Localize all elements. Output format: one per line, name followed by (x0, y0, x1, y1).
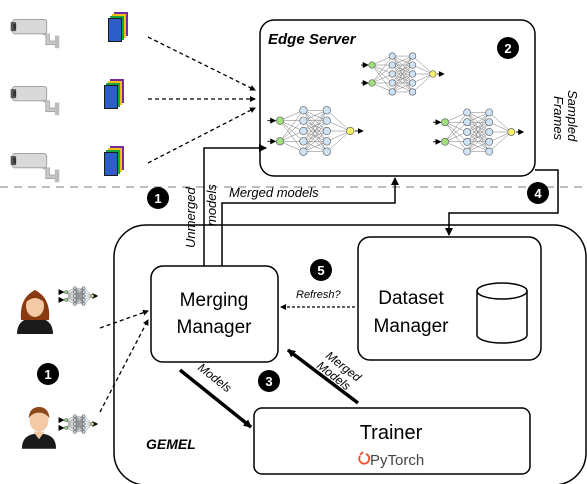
video-frames-icon (104, 79, 124, 109)
edge-server-box (259, 19, 536, 177)
svg-text:2: 2 (504, 41, 511, 56)
user-upload-arrow (99, 319, 149, 413)
pytorch-label: PyTorch (370, 452, 424, 469)
video-frames-icon (104, 146, 124, 176)
pytorch-logo-icon (358, 451, 371, 465)
user-networks (58, 286, 99, 434)
user-icon (17, 290, 53, 334)
models-to-trainer-arrow (178, 368, 253, 429)
merging-manager-label-2: Manager (177, 317, 253, 338)
unmerged-label: Unmerged (183, 187, 198, 248)
database-icon (476, 282, 528, 344)
dataset-manager-label-2: Manager (374, 316, 450, 337)
camera-stream-arrows (147, 36, 256, 164)
user-icon (21, 406, 57, 449)
frames-label: Frames (551, 96, 566, 141)
models-label-diagonal: Models (195, 360, 234, 395)
neural-network-icon (58, 286, 99, 306)
step-badge-3: 2 (497, 37, 519, 59)
refresh-label: Refresh? (296, 289, 342, 301)
trainer-box (253, 407, 531, 475)
merged-models-arrow (221, 177, 399, 266)
step-badge-2: 3 (258, 370, 280, 392)
models-label-vertical: models (204, 184, 219, 226)
trainer-label: Trainer (360, 422, 423, 444)
step-badge-1: 1 (147, 187, 169, 209)
neural-network-icon (361, 52, 445, 96)
step-badge-1b: 1 (37, 363, 59, 385)
edge-networks (267, 52, 525, 156)
security-camera-icon (10, 152, 60, 183)
security-camera-icon (10, 85, 60, 116)
unmerged-models-arrow (203, 144, 267, 266)
camera-group (10, 12, 128, 183)
svg-text:4: 4 (534, 186, 542, 201)
gemel-box (113, 224, 587, 484)
neural-network-icon (433, 108, 525, 156)
neural-network-icon (58, 414, 99, 434)
merging-manager-label-1: Merging (180, 290, 249, 311)
merged-models-back-arrow (286, 348, 360, 405)
video-frames-icon (108, 12, 128, 42)
security-camera-icon (10, 18, 60, 49)
sampled-label: Sampled (565, 90, 580, 142)
neural-network-icon (267, 106, 364, 156)
step-badge-4: 4 (527, 182, 549, 204)
svg-text:1: 1 (154, 191, 161, 206)
svg-text:3: 3 (265, 374, 272, 389)
user-upload-arrow (99, 309, 149, 329)
gemel-label: GEMEL (146, 436, 196, 452)
merged-models-label: Merged models (229, 185, 319, 200)
svg-text:1: 1 (44, 367, 51, 382)
merging-manager-box (150, 265, 279, 363)
svg-text:5: 5 (317, 263, 324, 278)
sampled-frames-arrow (445, 169, 559, 236)
step-badge-5: 5 (310, 259, 332, 281)
edge-server-title: Edge Server (268, 31, 357, 48)
dataset-manager-label-1: Dataset (378, 288, 444, 309)
